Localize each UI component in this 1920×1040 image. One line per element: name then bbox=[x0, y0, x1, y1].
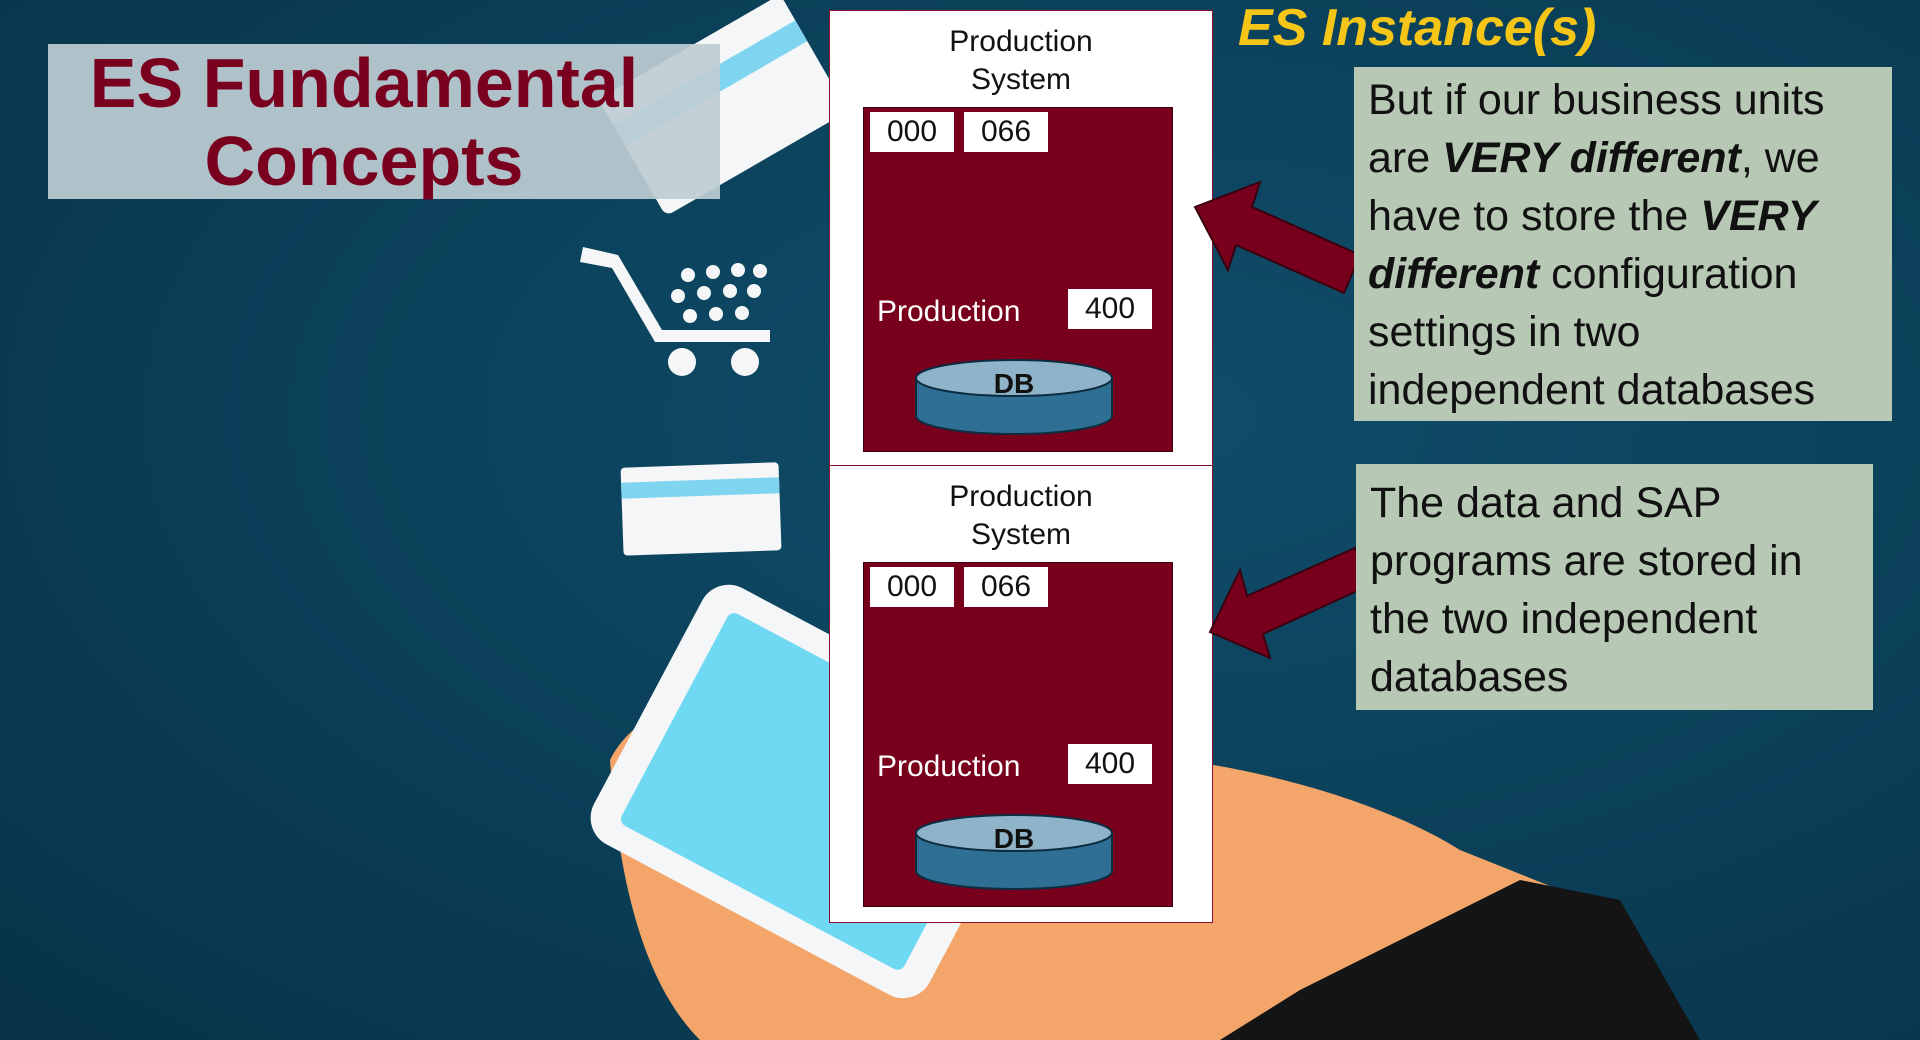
slide-title: ES Fundamental Concepts bbox=[89, 43, 639, 200]
note-data-programs: The data and SAP programs are stored in … bbox=[1356, 464, 1873, 710]
note1-text-2: , we have to store the bbox=[1368, 134, 1820, 240]
system-label-line1: Production bbox=[949, 25, 1093, 58]
note1-text-3: configuration settings in two independen… bbox=[1368, 250, 1816, 414]
production-client-label: Production bbox=[877, 750, 1021, 783]
sleeve-shape bbox=[1220, 880, 1700, 1040]
title-box: ES Fundamental Concepts bbox=[48, 43, 720, 200]
database-icon bbox=[915, 814, 1113, 890]
db-label: DB bbox=[993, 368, 1035, 399]
client-400: 400 bbox=[1068, 289, 1152, 329]
client-400: 400 bbox=[1068, 744, 1152, 784]
system-label: Production System bbox=[830, 23, 1212, 99]
note1-text-1: But if our business units are bbox=[1368, 76, 1825, 182]
production-system-2: Production System 000 066 Production 400… bbox=[829, 465, 1213, 923]
arrow-to-system-1 bbox=[1193, 180, 1362, 295]
system-label-line2: System bbox=[970, 63, 1072, 96]
system-label: Production System bbox=[830, 478, 1212, 554]
slide-heading: ES Instance(s) bbox=[1238, 0, 1597, 57]
client-066: 066 bbox=[964, 112, 1048, 152]
system-label-line2: System bbox=[970, 518, 1072, 551]
db-label: DB bbox=[993, 823, 1035, 854]
database-icon bbox=[915, 359, 1113, 435]
shopping-cart-icon bbox=[580, 247, 770, 376]
production-system-1: Production System 000 066 Production 400… bbox=[829, 10, 1213, 468]
system-instance-box: 000 066 Production 400 DB bbox=[863, 562, 1173, 907]
client-000: 000 bbox=[870, 567, 954, 607]
note1-emphasis-2: VERY different bbox=[1368, 192, 1816, 298]
client-066: 066 bbox=[964, 567, 1048, 607]
system-label-line1: Production bbox=[949, 480, 1093, 513]
note2-text: The data and SAP programs are stored in … bbox=[1370, 479, 1803, 701]
production-client-label: Production bbox=[877, 295, 1021, 328]
note1-emphasis-1: VERY different bbox=[1442, 134, 1741, 182]
client-000: 000 bbox=[870, 112, 954, 152]
card-middle-graphic bbox=[620, 462, 782, 556]
note-very-different: But if our business units are VERY diffe… bbox=[1354, 67, 1892, 421]
system-instance-box: 000 066 Production 400 DB bbox=[863, 107, 1173, 452]
arrow-to-system-2 bbox=[1208, 546, 1372, 660]
